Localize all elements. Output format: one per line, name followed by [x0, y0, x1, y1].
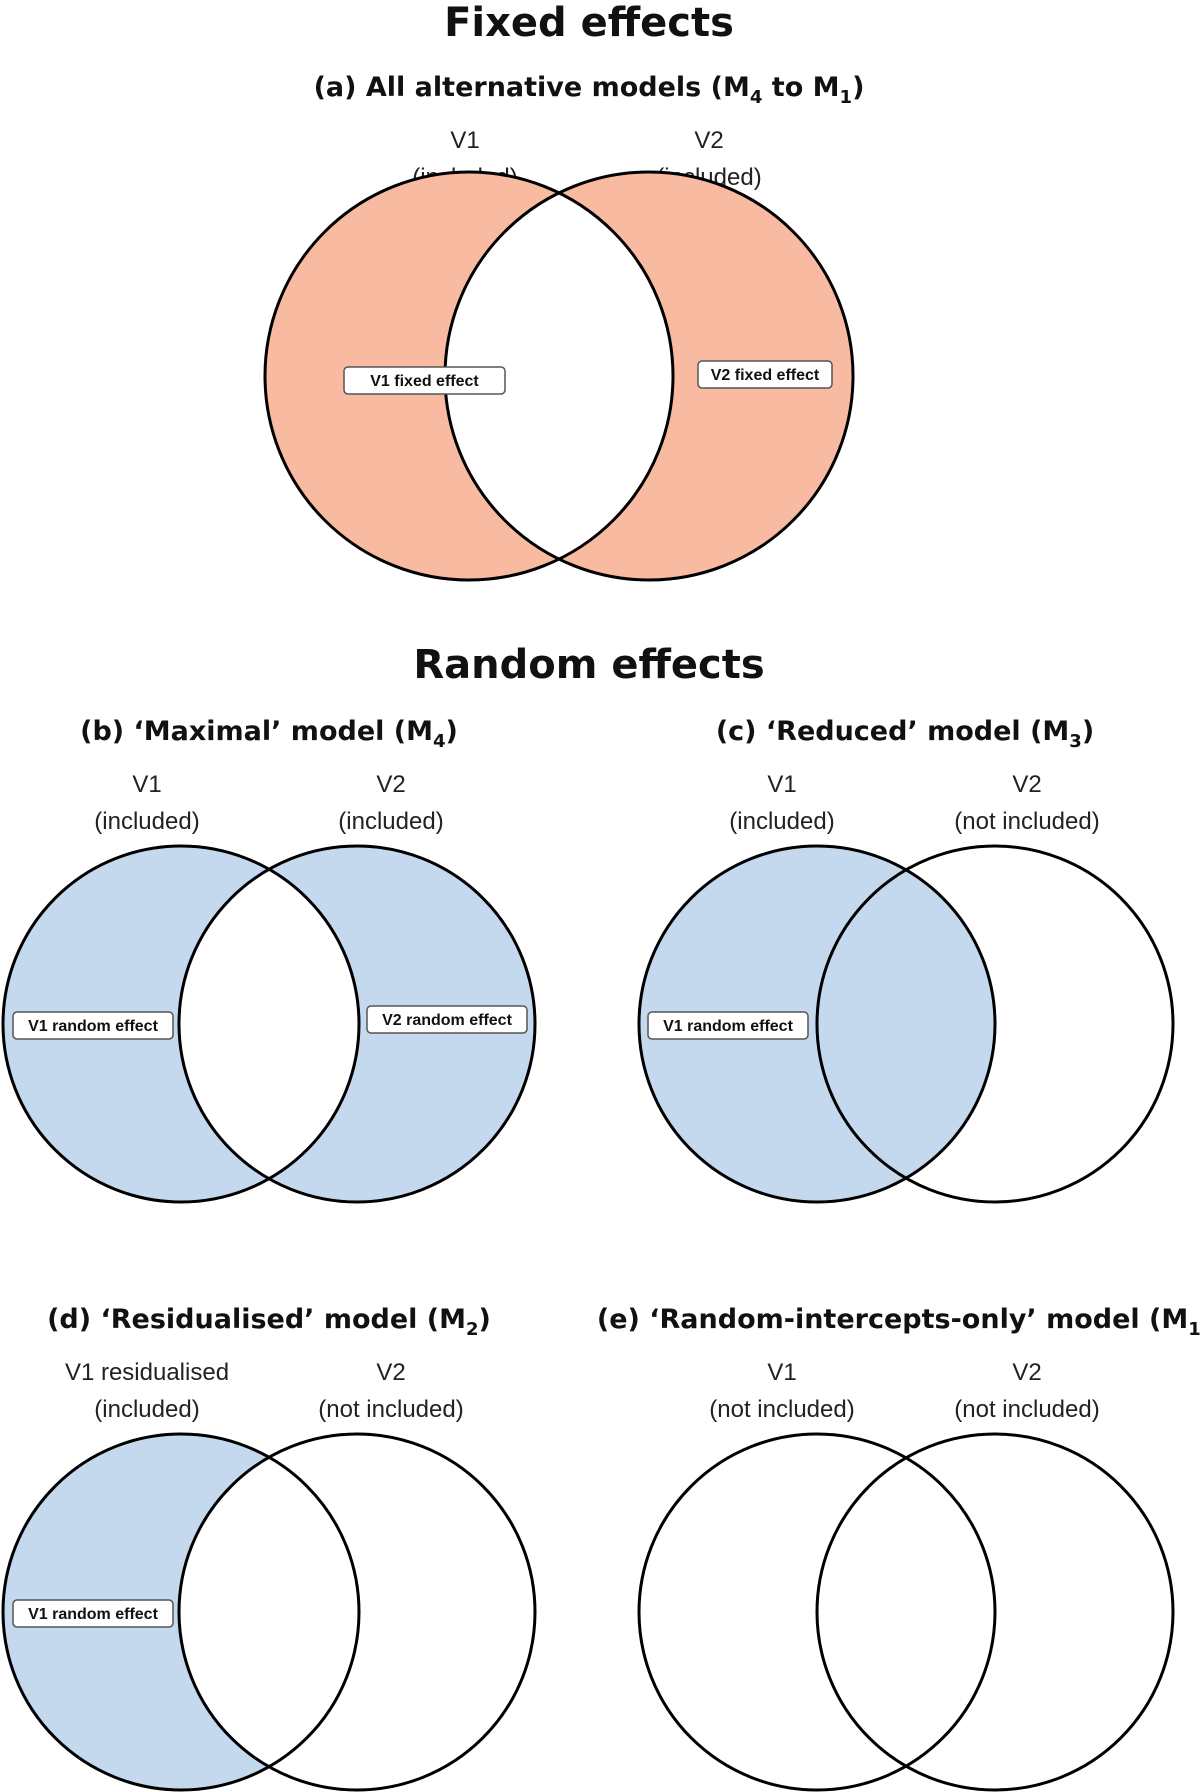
panel-c-title: (c) ‘Reduced’ model (M3) [716, 716, 1094, 752]
panel-d-title: (d) ‘Residualised’ model (M2) [47, 1304, 491, 1340]
panel-b-v1-box [12, 1011, 174, 1040]
panel-b-title: (b) ‘Maximal’ model (M4) [80, 716, 458, 752]
panel-a-v2-box-label: V2 fixed effect [711, 367, 820, 384]
panel-c-v2-status: (not included) [954, 808, 1099, 835]
panel-d-overlap [179, 1434, 359, 1790]
panel-a-v1-label: V1 [450, 127, 479, 154]
panel-e-v1-status: (not included) [709, 1396, 854, 1423]
panel-b-v2-box-label: V2 random effect [382, 1012, 512, 1029]
panel-b-v2-label: V2 [376, 771, 405, 798]
panel-b: (b) ‘Maximal’ model (M4) V1 (included) V… [1, 716, 537, 1204]
panel-e-v2-status: (not included) [954, 1396, 1099, 1423]
panel-e-v1-label: V1 [767, 1359, 796, 1386]
panel-c-v1-box [647, 1011, 809, 1040]
panel-a-title: (a) All alternative models (M4 to M1) [314, 72, 865, 108]
panel-a: (a) All alternative models (M4 to M1) V1… [263, 72, 865, 582]
panel-d-v1-label: V1 residualised [65, 1359, 229, 1386]
section-title-random: Random effects [413, 642, 764, 688]
panel-a-v2-label: V2 [694, 127, 723, 154]
panel-d-v1-status: (included) [94, 1396, 199, 1423]
panel-a-v2-box [697, 360, 833, 389]
panel-c-v1-status: (included) [729, 808, 834, 835]
panel-d-v1-box [12, 1599, 174, 1628]
panel-d: (d) ‘Residualised’ model (M2) V1 residua… [1, 1304, 537, 1792]
panel-a-overlap [445, 172, 673, 580]
panel-e-v2-circle [815, 1432, 1175, 1792]
panel-e: (e) ‘Random-intercepts-only’ model (M1) … [597, 1304, 1200, 1792]
panel-b-v1-status: (included) [94, 808, 199, 835]
panel-b-v1-label: V1 [132, 771, 161, 798]
panel-d-v2-status: (not included) [318, 1396, 463, 1423]
panel-d-v2-label: V2 [376, 1359, 405, 1386]
panel-e-title: (e) ‘Random-intercepts-only’ model (M1) [597, 1304, 1200, 1340]
panel-e-v2-label: V2 [1012, 1359, 1041, 1386]
panel-a-v1-box [343, 366, 506, 395]
panel-b-v2-box [366, 1005, 528, 1034]
panel-b-v2-status: (included) [338, 808, 443, 835]
section-title-fixed: Fixed effects [444, 0, 734, 46]
panel-c: (c) ‘Reduced’ model (M3) V1 (included) V… [637, 716, 1175, 1204]
panel-a-v1-box-label: V1 fixed effect [370, 373, 479, 390]
panel-c-v1-label: V1 [767, 771, 796, 798]
panel-e-v1-circle [637, 1432, 997, 1792]
panel-b-v1-box-label: V1 random effect [28, 1018, 158, 1035]
panel-c-v2-label: V2 [1012, 771, 1041, 798]
panel-c-v1-box-label: V1 random effect [663, 1018, 793, 1035]
panel-b-overlap [179, 846, 359, 1202]
panel-d-v1-box-label: V1 random effect [28, 1606, 158, 1623]
